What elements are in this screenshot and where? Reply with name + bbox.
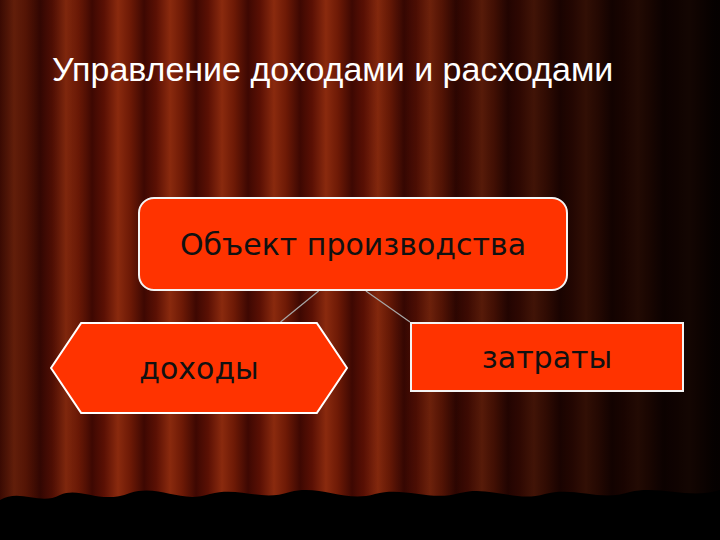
curtain-hem	[0, 490, 720, 540]
income-hexagon: доходы	[48, 322, 350, 414]
connector-line	[366, 291, 410, 322]
cost-box: затраты	[410, 322, 684, 392]
connector-line	[281, 291, 319, 322]
node-label: доходы	[139, 351, 259, 386]
node-label: затраты	[482, 340, 612, 375]
hexagon-fill	[51, 323, 347, 413]
slide-title: Управление доходами и расходами	[52, 50, 613, 89]
object-box: Объект производства	[138, 197, 568, 291]
node-label: Объект производства	[180, 227, 526, 262]
